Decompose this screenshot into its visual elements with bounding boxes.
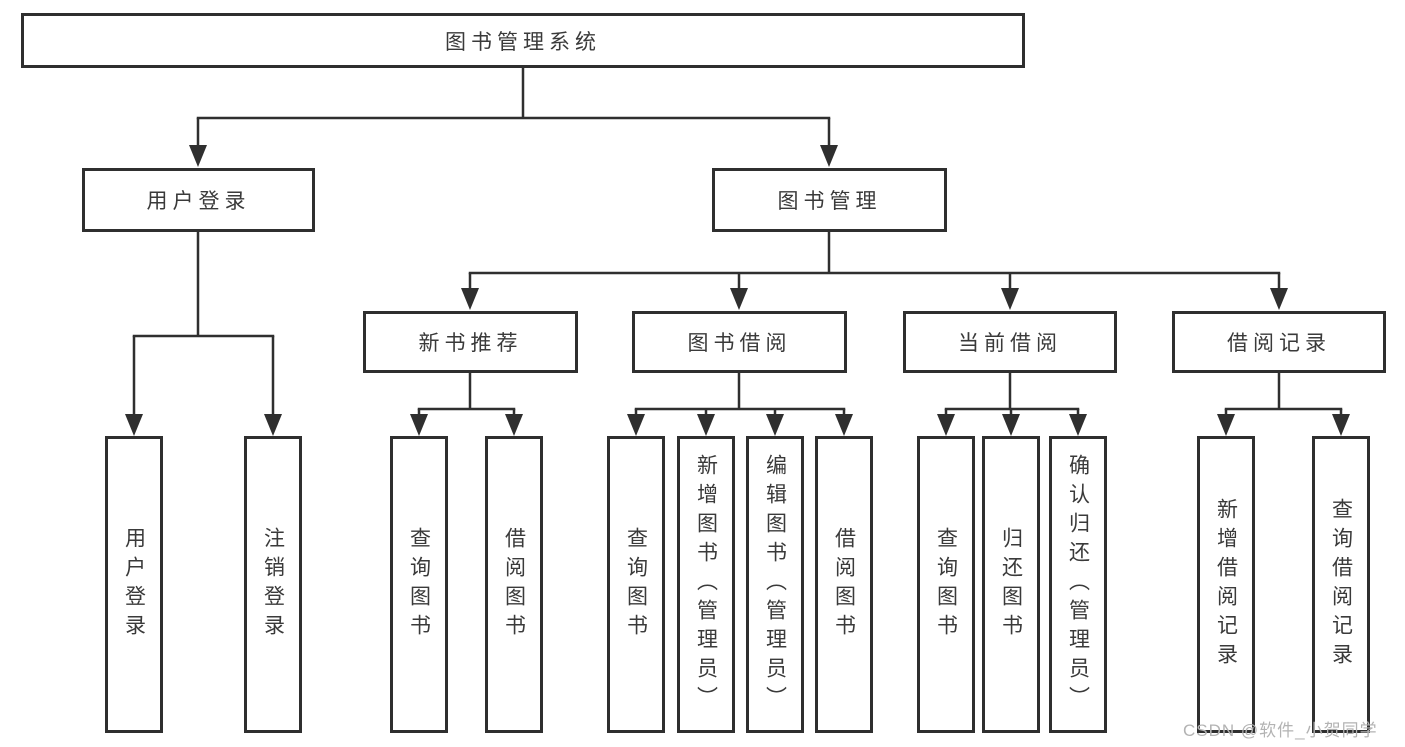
- node-new-book-recommend: 新书推荐: [363, 311, 578, 373]
- node-label: 查询图书: [624, 526, 648, 643]
- node-label: 查询借阅记录: [1329, 497, 1353, 672]
- connector-book-mgmt-to-level3: [461, 232, 1288, 310]
- leaf-add-book-admin: 新增图书（管理员）: [677, 436, 735, 733]
- leaf-logout: 注销登录: [244, 436, 302, 733]
- node-label: 确认归还（管理员）: [1066, 454, 1090, 715]
- node-borrow-records: 借阅记录: [1172, 311, 1386, 373]
- leaf-current-query-books: 查询图书: [917, 436, 975, 733]
- csdn-watermark: CSDN @软件_小贺同学: [1183, 721, 1378, 740]
- node-label: 编辑图书（管理员）: [763, 454, 787, 715]
- node-user-login-module: 用户登录: [82, 168, 315, 232]
- leaf-edit-book-admin: 编辑图书（管理员）: [746, 436, 804, 733]
- node-label: 图书借阅: [687, 332, 792, 355]
- leaf-recommend-query-books: 查询图书: [390, 436, 448, 733]
- connector-new-book-to-leaves: [410, 373, 523, 436]
- node-root-system: 图书管理系统: [21, 13, 1025, 68]
- connector-root-to-level2: [189, 68, 838, 167]
- node-label: 新增借阅记录: [1214, 497, 1238, 672]
- node-label: 当前借阅: [958, 332, 1062, 355]
- leaf-borrow-query-books: 查询图书: [607, 436, 665, 733]
- node-label: 新书推荐: [418, 332, 523, 355]
- connector-user-login-to-leaves: [125, 232, 282, 436]
- node-label: 新增图书（管理员）: [694, 454, 718, 715]
- leaf-add-borrow-record: 新增借阅记录: [1197, 436, 1255, 733]
- node-book-management-module: 图书管理: [712, 168, 947, 232]
- node-label: 借阅图书: [502, 526, 526, 643]
- node-label: 归还图书: [999, 526, 1023, 643]
- node-label: 用户登录: [122, 526, 146, 643]
- node-label: 查询图书: [407, 526, 431, 643]
- connector-book-borrow-to-leaves: [627, 373, 853, 436]
- node-label: 图书管理: [777, 190, 882, 213]
- node-label: 查询图书: [934, 526, 958, 643]
- node-current-borrow: 当前借阅: [903, 311, 1117, 373]
- node-label: 借阅图书: [832, 526, 856, 643]
- leaf-recommend-borrow-books: 借阅图书: [485, 436, 543, 733]
- node-book-borrow: 图书借阅: [632, 311, 847, 373]
- leaf-return-books: 归还图书: [982, 436, 1040, 733]
- node-label: 图书管理系统: [445, 30, 601, 54]
- leaf-user-login: 用户登录: [105, 436, 163, 733]
- leaf-query-borrow-record: 查询借阅记录: [1312, 436, 1370, 733]
- connector-current-borrow-to-leaves: [937, 373, 1087, 436]
- leaf-confirm-return-admin: 确认归还（管理员）: [1049, 436, 1107, 733]
- leaf-borrow-books: 借阅图书: [815, 436, 873, 733]
- node-label: 借阅记录: [1227, 332, 1331, 355]
- connector-borrow-records-to-leaves: [1217, 373, 1350, 436]
- node-label: 用户登录: [146, 190, 251, 213]
- node-label: 注销登录: [261, 526, 285, 643]
